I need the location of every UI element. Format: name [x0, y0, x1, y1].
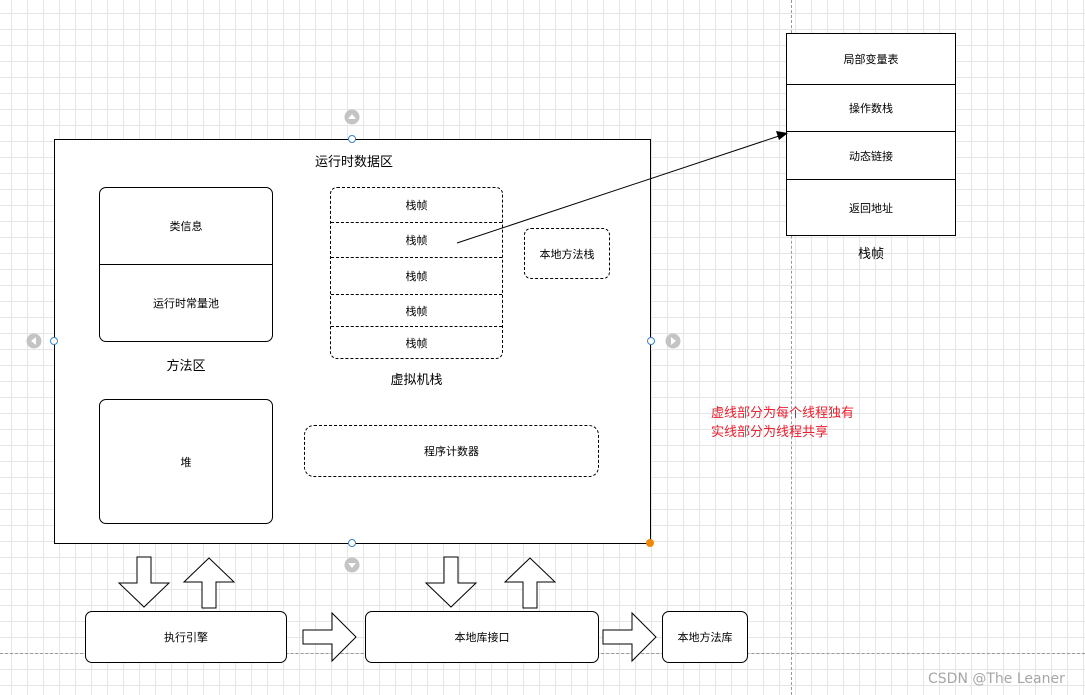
- constant-pool-row: 运行时常量池: [153, 297, 219, 310]
- class-info-row: 类信息: [100, 188, 272, 265]
- execution-engine-box[interactable]: 执行引擎: [85, 611, 287, 663]
- operand-stack-row: 操作数栈: [787, 85, 955, 132]
- vm-stack-frame: 栈帧: [405, 336, 428, 350]
- resize-handle-corner[interactable]: [646, 539, 654, 547]
- vm-stack-box[interactable]: 栈帧 栈帧 栈帧 栈帧 栈帧: [330, 187, 503, 359]
- vm-stack-frame: 栈帧: [331, 188, 502, 223]
- runtime-data-area-title: 运行时数据区: [314, 154, 393, 170]
- arrow-down-to-engine-icon: [117, 556, 171, 608]
- note-line-1: 虚线部分为每个线程独有: [711, 406, 855, 421]
- native-interface-box[interactable]: 本地库接口: [365, 611, 599, 663]
- connect-arrow-right-icon[interactable]: [665, 333, 681, 349]
- method-area-box[interactable]: 类信息 运行时常量池: [99, 187, 273, 342]
- connect-arrow-left-icon[interactable]: [26, 333, 42, 349]
- stack-frame-label: 栈帧: [857, 246, 884, 262]
- vm-stack-frame: 栈帧: [331, 223, 502, 258]
- connect-arrow-up-icon[interactable]: [344, 109, 360, 125]
- selection-handle-left[interactable]: [50, 337, 58, 345]
- native-method-stack-box[interactable]: 本地方法栈: [524, 228, 610, 279]
- heap-box[interactable]: 堆: [99, 399, 273, 524]
- vm-stack-label: 虚拟机栈: [390, 372, 443, 388]
- selection-handle-top[interactable]: [348, 135, 356, 143]
- vm-stack-frame: 栈帧: [331, 258, 502, 295]
- dynamic-linking-row: 动态链接: [787, 132, 955, 180]
- arrow-down-to-interface-icon: [424, 556, 478, 608]
- native-library-box[interactable]: 本地方法库: [662, 611, 748, 663]
- selection-handle-bottom[interactable]: [348, 539, 356, 547]
- arrow-up-from-engine-icon: [182, 557, 236, 609]
- note-line-2: 实线部分为线程共享: [711, 425, 829, 440]
- connect-arrow-down-icon[interactable]: [344, 557, 360, 573]
- arrow-engine-to-interface-icon: [302, 611, 357, 663]
- return-address-row: 返回地址: [849, 201, 893, 215]
- vertical-page-guide: [791, 0, 792, 695]
- arrow-interface-to-library-icon: [602, 611, 657, 663]
- arrow-up-from-interface-icon: [503, 557, 557, 609]
- program-counter-box[interactable]: 程序计数器: [304, 425, 599, 477]
- selection-handle-right[interactable]: [647, 337, 655, 345]
- vm-stack-frame: 栈帧: [331, 295, 502, 327]
- method-area-label: 方法区: [166, 358, 206, 374]
- watermark: CSDN @The Leaner: [928, 671, 1065, 687]
- local-variable-table-row: 局部变量表: [787, 34, 955, 85]
- stack-frame-detail-box[interactable]: 局部变量表 操作数栈 动态链接 返回地址: [786, 33, 956, 236]
